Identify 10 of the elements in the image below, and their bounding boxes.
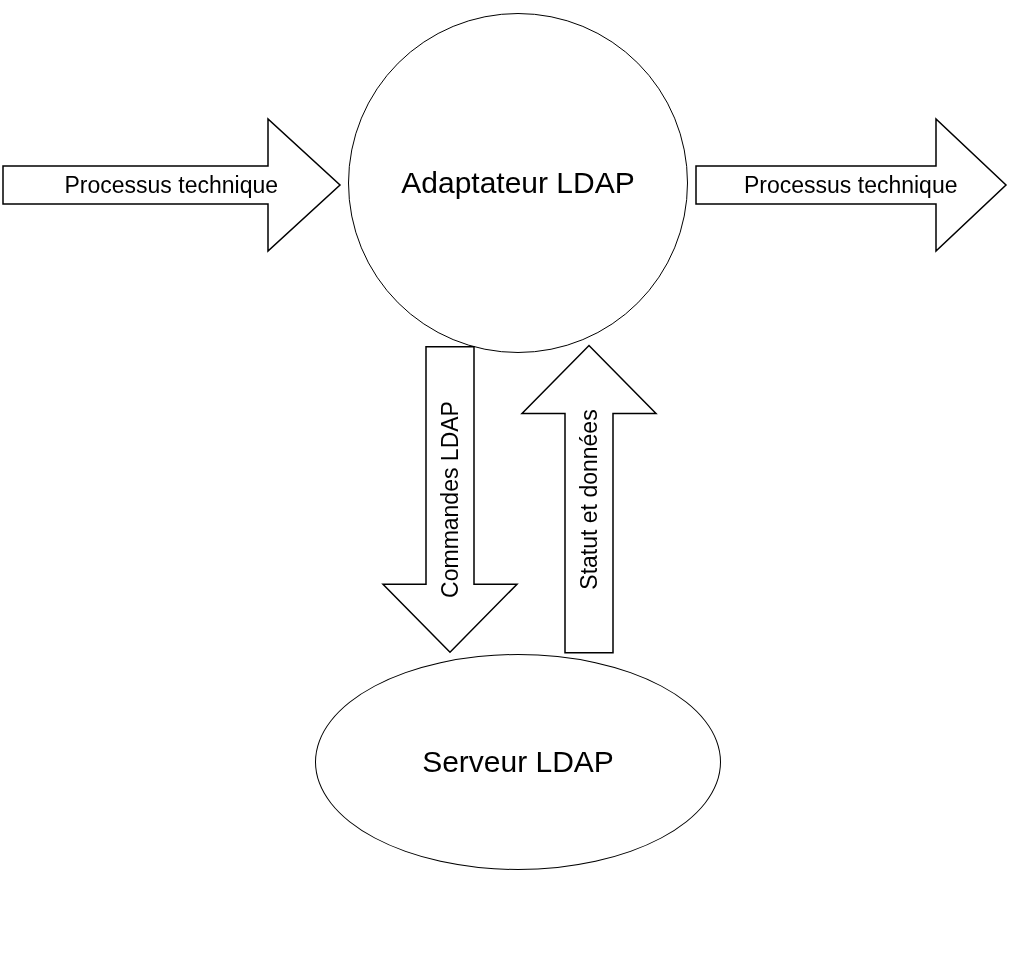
node-label: Serveur LDAP	[422, 745, 614, 779]
edge-label: Processus technique	[64, 173, 278, 197]
edge-label: Statut et données	[577, 409, 601, 590]
edge-label: Commandes LDAP	[438, 401, 462, 598]
block-arrow	[2, 117, 342, 253]
block-arrow	[520, 344, 658, 654]
block-arrow	[695, 117, 1008, 253]
edge-label: Processus technique	[744, 173, 958, 197]
block-arrow	[381, 346, 519, 654]
node-label: Adaptateur LDAP	[401, 166, 635, 200]
